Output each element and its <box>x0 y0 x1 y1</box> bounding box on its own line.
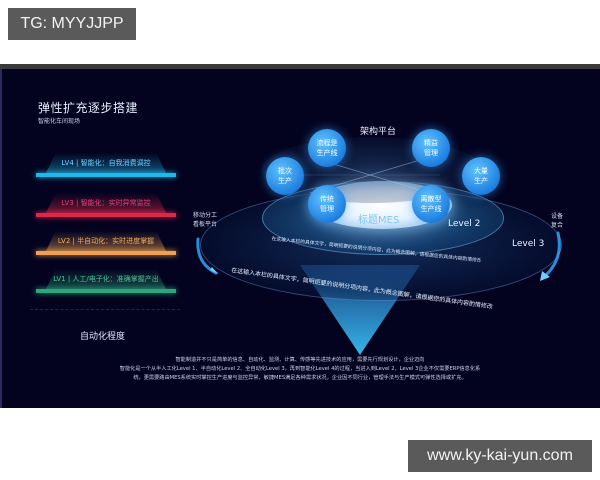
banner-top-border <box>0 64 600 69</box>
level-layer-lv3: LV3 | 智能化：实时异常监控 <box>36 193 176 221</box>
bubble-lean-management: 精益 管理 <box>412 129 450 167</box>
bubble-label: 离散型 生产线 <box>420 195 442 213</box>
axis-line <box>30 309 180 311</box>
bubble-label: 流程是 生产线 <box>316 139 338 157</box>
left-note: 移动分工 看板平台 <box>193 211 217 229</box>
right-note-line: 设备 <box>551 213 564 220</box>
description-line: 智能化是一个从半人工化Level 1、半自动化Level 2、全自动化Level… <box>119 366 481 372</box>
bubble-label: 传统 管理 <box>320 195 334 213</box>
level-label: LV2 | 半自动化：实时进度掌握 <box>57 237 155 245</box>
bubble-mass-production: 大量 生产 <box>462 157 500 195</box>
level-label: LV1 | 人工/电子化：准确掌握产出 <box>53 275 159 283</box>
level2-label: Level 2 <box>448 219 481 229</box>
automation-axis-label: 自动化程度 <box>80 332 126 342</box>
level-label: LV3 | 智能化：实时异常监控 <box>61 199 151 207</box>
tg-badge: TG: MYYJJPP <box>8 8 136 40</box>
bubble-discrete-line: 离散型 生产线 <box>412 185 450 223</box>
level-label: LV4 | 智能化：自我消费调控 <box>61 159 151 167</box>
level-layer-lv1: LV1 | 人工/电子化：准确掌握产出 <box>36 269 176 297</box>
left-panel-title: 弹性扩充逐步搭建 <box>38 101 139 115</box>
description-line: 统，更需要路由MES系统实时掌控生产进度与监控异常，敏捷MES满足各种需求状况，… <box>133 375 467 381</box>
bubble-label: 批次 生产 <box>278 167 292 185</box>
left-panel-subtitle: 智能化车间现场 <box>38 118 81 125</box>
bubble-traditional-management: 传统 管理 <box>308 185 346 223</box>
left-note-line: 看板平台 <box>193 221 218 228</box>
core-label: 标题MES <box>358 215 400 226</box>
curved-arrow-right-icon <box>540 231 561 281</box>
bubble-label: 大量 生产 <box>474 167 488 185</box>
curved-arrow-left-icon <box>196 237 218 275</box>
url-badge: www.ky-kai-yun.com <box>408 440 592 472</box>
mes-architecture-banner: 弹性扩充逐步搭建 智能化车间现场 LV4 | 智能化：自我消费调控 LV3 | … <box>0 69 600 408</box>
right-note-line: 复合 <box>551 222 564 229</box>
right-note: 设备 复合 <box>551 212 563 230</box>
level-layer-lv2: LV2 | 半自动化：实时进度掌握 <box>36 231 176 259</box>
left-note-line: 移动分工 <box>193 212 218 219</box>
bubble-batch-production: 批次 生产 <box>266 157 304 195</box>
level3-label: Level 3 <box>512 239 545 249</box>
level-layer-lv4: LV4 | 智能化：自我消费调控 <box>36 153 176 181</box>
bubble-label: 精益 管理 <box>424 139 438 157</box>
description-line: 智能制造并不只是简单的信息、自动化、监测、计算、传感等先进技术的应用，需要先行规… <box>175 357 425 363</box>
bubble-process-line: 流程是 生产线 <box>308 129 346 167</box>
platform-title: 架构平台 <box>360 127 397 137</box>
